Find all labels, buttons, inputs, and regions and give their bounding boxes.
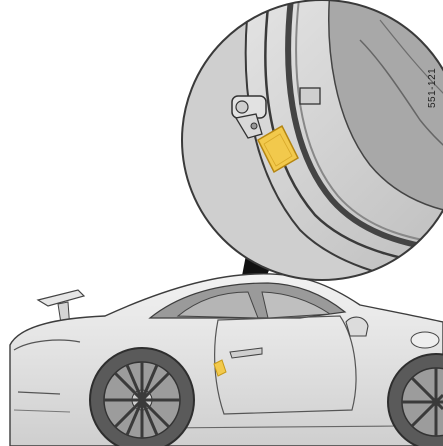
rear-wheel [90, 348, 194, 446]
figure-code: 551-121 [427, 28, 441, 108]
zoom-detail [180, 0, 443, 320]
car-body [10, 274, 443, 446]
